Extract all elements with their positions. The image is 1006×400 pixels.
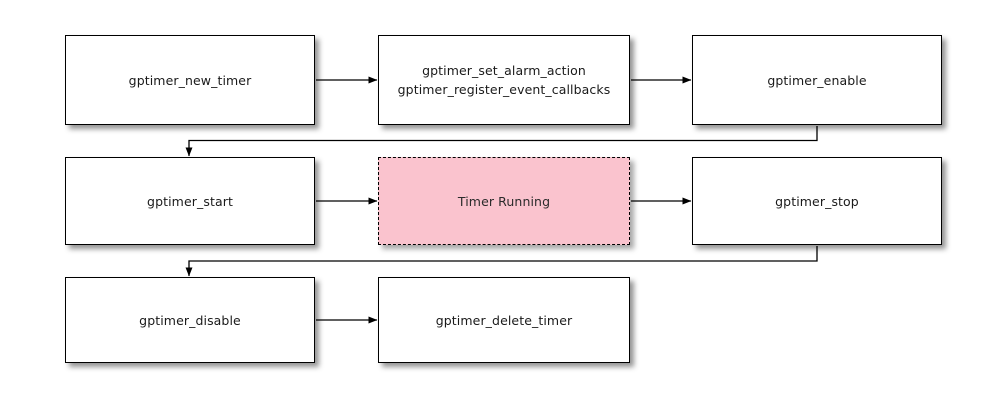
edge-enable-to-start [185, 126, 818, 157]
node-timer-running-state[interactable]: Timer Running [378, 157, 630, 245]
node-gptimer-new-timer[interactable]: gptimer_new_timer [65, 35, 315, 125]
node-gptimer-stop[interactable]: gptimer_stop [692, 157, 942, 245]
node-gptimer-set-alarm-action[interactable]: gptimer_set_alarm_action gptimer_registe… [378, 35, 630, 125]
node-label: gptimer_new_timer [128, 72, 252, 88]
node-label-line-2: gptimer_register_event_callbacks [397, 82, 611, 97]
edge-stop-to-disable [185, 246, 818, 277]
node-label: gptimer_start [147, 193, 233, 209]
node-gptimer-delete-timer[interactable]: gptimer_delete_timer [378, 277, 630, 363]
node-label: gptimer_enable [767, 72, 867, 88]
node-gptimer-disable[interactable]: gptimer_disable [65, 277, 315, 363]
node-label-line-1: gptimer_set_alarm_action [422, 63, 586, 78]
node-label: gptimer_disable [139, 312, 241, 328]
node-gptimer-start[interactable]: gptimer_start [65, 157, 315, 245]
node-label: gptimer_stop [775, 193, 859, 209]
node-gptimer-enable[interactable]: gptimer_enable [692, 35, 942, 125]
node-label: gptimer_delete_timer [435, 312, 573, 328]
node-label: Timer Running [457, 193, 551, 209]
